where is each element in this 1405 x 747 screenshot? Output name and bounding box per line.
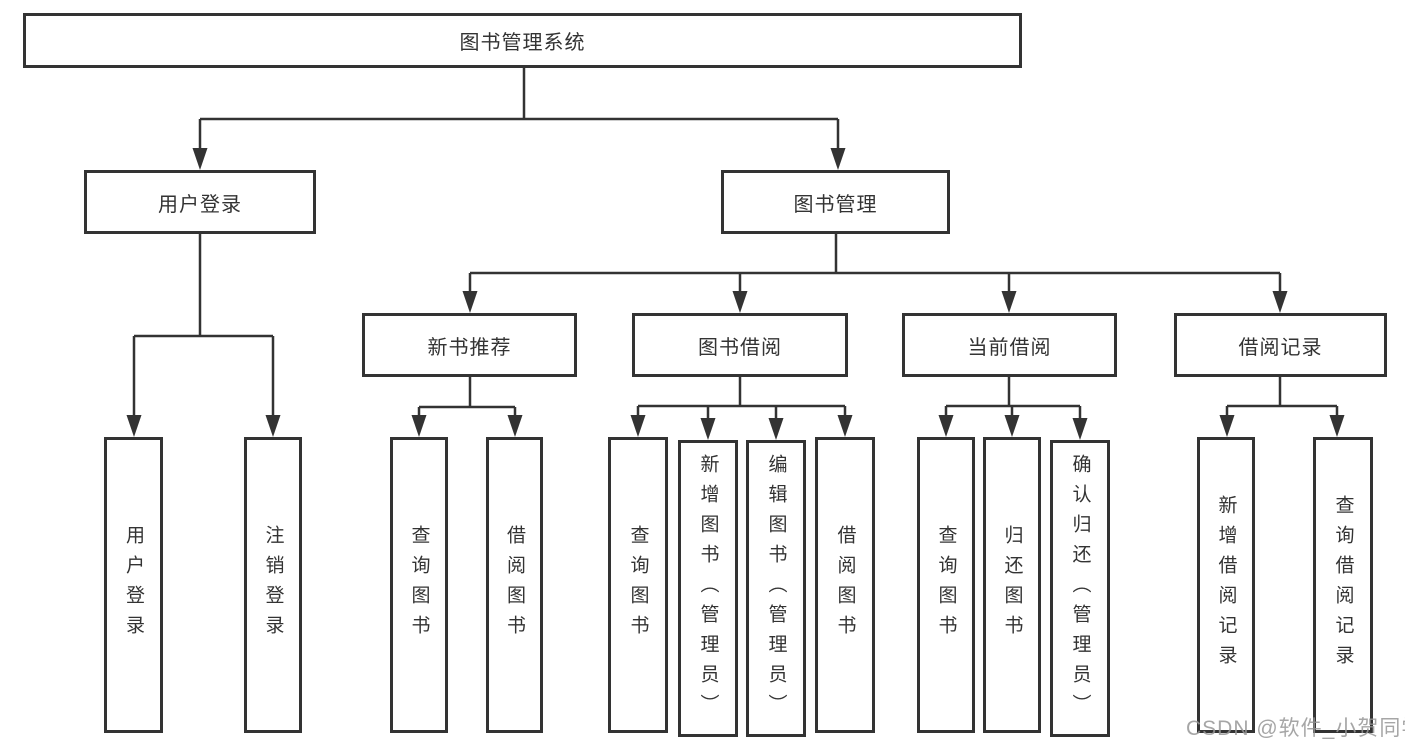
node-borrowing-records: 借阅记录 (1174, 313, 1387, 377)
leaf-edit-book-admin-label: 编辑图书（管理员） (765, 453, 787, 724)
leaf-query-book-borrow-label: 查询图书 (627, 525, 649, 645)
leaf-confirm-return-admin: 确认归还（管理员） (1050, 440, 1110, 737)
leaf-query-book-newrec: 查询图书 (390, 437, 448, 733)
leaf-add-borrow-record: 新增借阅记录 (1197, 437, 1255, 733)
leaf-edit-book-admin: 编辑图书（管理员） (746, 440, 806, 737)
leaf-user-login-label: 用户登录 (123, 525, 144, 645)
node-book-borrowing: 图书借阅 (632, 313, 848, 377)
leaf-add-borrow-record-label: 新增借阅记录 (1215, 495, 1237, 675)
leaf-add-book-admin-label: 新增图书（管理员） (697, 453, 719, 724)
leaf-borrow-book-borrow-label: 借阅图书 (834, 525, 856, 645)
node-new-book-recommend: 新书推荐 (362, 313, 577, 377)
leaf-query-borrow-record-label: 查询借阅记录 (1332, 495, 1354, 675)
node-user-login: 用户登录 (84, 170, 316, 234)
leaf-query-book-newrec-label: 查询图书 (408, 525, 430, 645)
leaf-borrow-book-newrec: 借阅图书 (486, 437, 543, 733)
leaf-query-book-current-label: 查询图书 (935, 525, 957, 645)
csdn-watermark: CSDN @软件_小贺同学 (1186, 717, 1405, 740)
node-book-management: 图书管理 (721, 170, 950, 234)
leaf-logout-label: 注销登录 (262, 525, 284, 645)
leaf-user-login: 用户登录 (104, 437, 163, 733)
arrowhead-icons (126, 148, 1345, 440)
leaf-borrow-book-newrec-label: 借阅图书 (504, 525, 525, 645)
leaf-query-book-current: 查询图书 (917, 437, 975, 733)
leaf-borrow-book-borrow: 借阅图书 (815, 437, 875, 733)
leaf-query-borrow-record: 查询借阅记录 (1313, 437, 1373, 733)
leaf-add-book-admin: 新增图书（管理员） (678, 440, 738, 737)
leaf-logout: 注销登录 (244, 437, 302, 733)
leaf-return-book-label: 归还图书 (1001, 525, 1023, 645)
leaf-query-book-borrow: 查询图书 (608, 437, 668, 733)
leaf-return-book: 归还图书 (983, 437, 1041, 733)
node-current-borrowing: 当前借阅 (902, 313, 1117, 377)
leaf-confirm-return-admin-label: 确认归还（管理员） (1069, 453, 1091, 724)
node-root: 图书管理系统 (23, 13, 1022, 68)
